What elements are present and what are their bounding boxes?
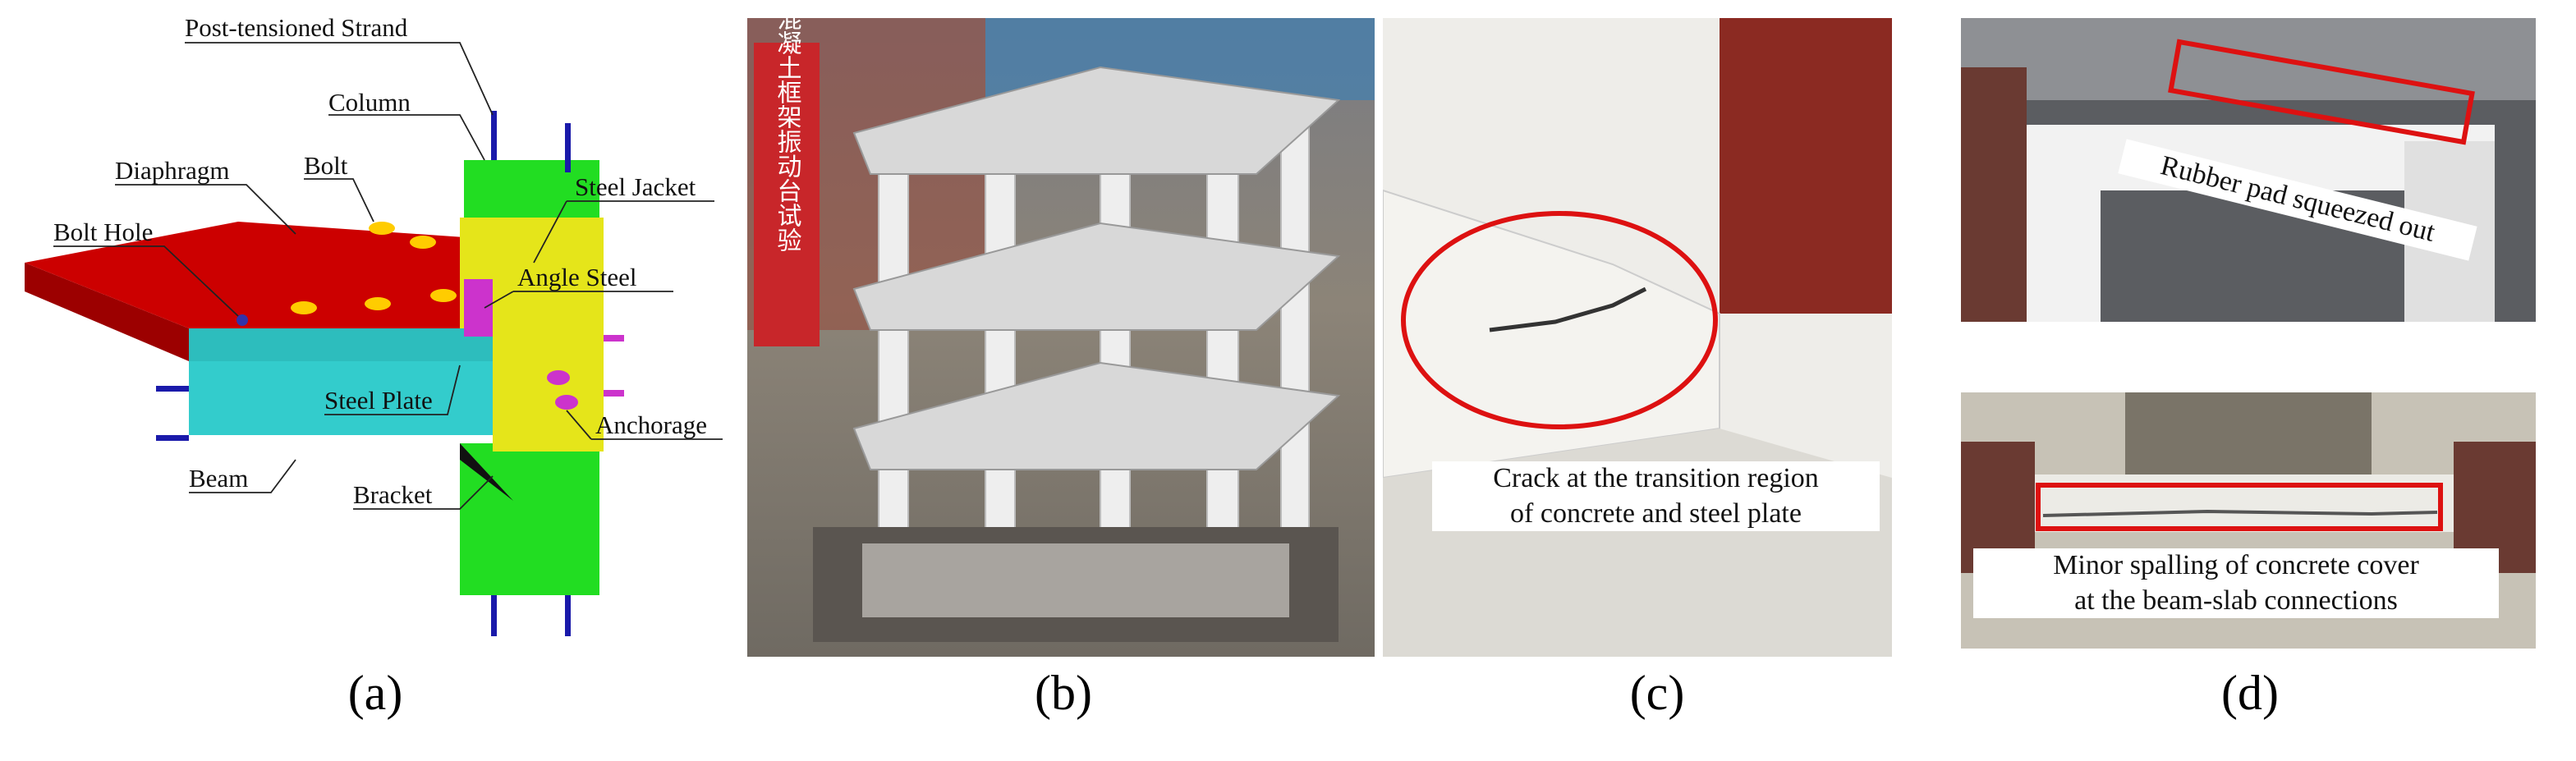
caption-d: (d) (2221, 666, 2279, 720)
spalling-highlight (2036, 483, 2443, 531)
panel-d-bottom-photo: Minor spalling of concrete cover at the … (1961, 392, 2536, 649)
crack-highlight-circle (1401, 211, 1718, 429)
label-steel-plate: Steel Plate (324, 386, 433, 415)
bolt-3 (291, 301, 317, 314)
bolt-5 (430, 289, 457, 302)
label-diaphragm: Diaphragm (115, 156, 229, 185)
vertical-sign (754, 43, 820, 346)
bolt-1 (369, 222, 395, 235)
label-anchorage: Anchorage (595, 410, 707, 439)
caption-b: (b) (1035, 666, 1092, 720)
label-column: Column (328, 88, 411, 117)
strand-beam-1 (156, 386, 189, 392)
diaphragm-slab-top (25, 222, 476, 328)
label-bolt-hole: Bolt Hole (53, 218, 153, 246)
label-steel-jacket: Steel Jacket (575, 172, 696, 201)
panel-d-top-photo: Rubber pad squeezed out (1961, 18, 2536, 322)
strand-beam-2 (156, 435, 189, 441)
leader-lines (53, 42, 723, 510)
spalling-annotation: Minor spalling of concrete cover at the … (1973, 548, 2499, 618)
label-angle-steel: Angle Steel (517, 263, 637, 291)
caption-c: (c) (1629, 666, 1685, 720)
bolt-2 (410, 236, 436, 249)
panel-c-photo: Crack at the transition region of concre… (1383, 18, 1892, 657)
caption-a: (a) (347, 666, 403, 720)
bracket (460, 443, 513, 501)
strand-bottom-2 (565, 595, 571, 636)
anchorage-1 (547, 370, 570, 385)
label-post-tensioned-strand: Post-tensioned Strand (185, 13, 408, 42)
label-bracket: Bracket (353, 480, 433, 509)
frame-floors (852, 66, 1341, 470)
rubber-pad-highlight (2168, 39, 2475, 145)
column-upper (464, 160, 599, 222)
anchorage-2 (555, 395, 578, 410)
strand-top-1 (491, 111, 497, 160)
vertical-sign-text: 自复位钢筋混凝土框架振动台试验 (773, 18, 802, 252)
crack-annotation: Crack at the transition region of concre… (1432, 461, 1880, 531)
label-beam: Beam (189, 464, 248, 493)
connection-schematic: Post-tensioned Strand Column Steel Jacke… (25, 13, 723, 636)
strand-top-2 (565, 123, 571, 172)
crack-illustration (1383, 18, 1892, 657)
angle-steel (464, 279, 493, 337)
beam-top (189, 328, 493, 361)
crack-line (1489, 287, 1647, 332)
label-bolt: Bolt (304, 151, 348, 180)
strand-bottom-1 (491, 595, 497, 636)
steel-jacket (460, 218, 604, 452)
test-frame-illustration: 自复位钢筋混凝土框架振动台试验 (747, 18, 1375, 642)
panel-a-diagram: Post-tensioned Strand Column Steel Jacke… (0, 0, 739, 657)
bolt-4 (365, 297, 391, 310)
anchorage-rod-2 (604, 390, 624, 397)
panel-b-photo: 自复位钢筋混凝土框架振动台试验 (747, 18, 1375, 657)
anchorage-rod-1 (604, 335, 624, 342)
bolt-hole (236, 314, 248, 326)
